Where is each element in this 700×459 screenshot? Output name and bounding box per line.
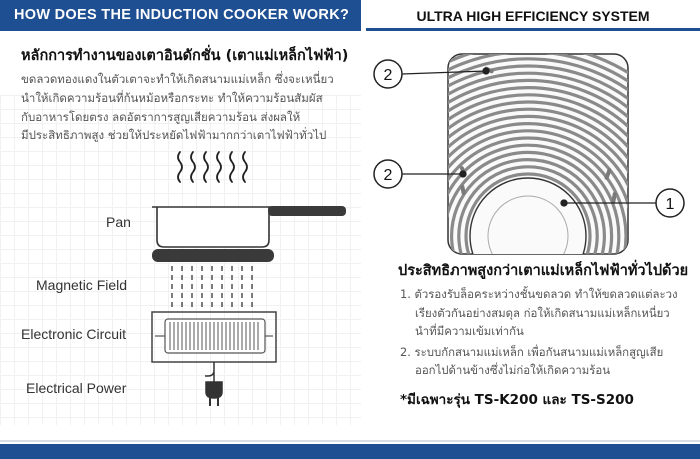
coil-ring — [448, 100, 628, 254]
coil-ring — [448, 107, 628, 254]
left-description: ขดลวดทองแดงในตัวเตาจะทำให้เกิดสนามแม่เหล… — [21, 70, 351, 145]
description-line: กับอาหารโดยตรง ลดอัตราการสูญเสียความร้อน… — [21, 109, 301, 124]
feature-list: 1. ตัวรองรับล็อคระหว่างชั้นขดลวด ทำให้ขด… — [400, 285, 690, 380]
item-line: ออกไปด้านข้างซึ่งไม่ก่อให้เกิดความร้อน — [415, 363, 611, 377]
right-header: ULTRA HIGH EFFICIENCY SYSTEM — [366, 0, 700, 31]
divider — [361, 0, 366, 459]
cooktop-plate — [152, 249, 274, 262]
bottom-bar — [0, 444, 700, 459]
callout-2a — [373, 59, 403, 89]
coil-ring — [448, 64, 628, 254]
callout-1-number: 1 — [666, 196, 675, 213]
callout-2a-number: 2 — [384, 67, 393, 84]
coil-diagram: 2 2 1 — [373, 53, 685, 255]
pan-icon — [152, 206, 346, 248]
description-line: ขดลวดทองแดงในตัวเตาจะทำให้เกิดสนามแม่เหล… — [21, 72, 334, 86]
coil-ring — [448, 93, 628, 254]
coil-ring — [448, 129, 628, 254]
item-number: 1. — [400, 287, 411, 301]
item-line: ตัวรองรับล็อคระหว่างชั้นขดลวด ทำให้ขดลวด… — [414, 287, 678, 301]
callout-2b — [373, 159, 403, 189]
coil-ring — [448, 57, 628, 254]
label-pan: Pan — [106, 214, 131, 230]
callout-2b-number: 2 — [384, 167, 393, 184]
steam-icon — [177, 151, 248, 183]
item-line: ระบบกักสนามแม่เหล็ก เพื่อกันสนามแม่เหล็ก… — [414, 344, 664, 359]
coil-ring — [457, 165, 599, 254]
coil-ring — [449, 157, 607, 254]
magnetic-field-lines — [171, 266, 253, 310]
list-item: 1. ตัวรองรับล็อคระหว่างชั้นขดลวด ทำให้ขด… — [400, 285, 690, 304]
item-line: นำที่มีความเข้มเท่ากัน — [415, 324, 524, 338]
coil-ring — [448, 86, 628, 254]
coil-ring — [448, 150, 614, 254]
coil-ring — [448, 78, 628, 254]
item-number: 2. — [400, 344, 411, 359]
coil-ring — [448, 136, 628, 254]
item-line: เรียงตัวกันอย่างสมดุล ก่อให้เกิดสนามแม่เ… — [415, 305, 670, 320]
description-line: นำให้เกิดความร้อนที่ก้นหม้อหรือกระทะ ทำใ… — [21, 90, 323, 105]
coil-ring — [448, 143, 621, 254]
coil-ring — [464, 172, 592, 254]
bottom-divider — [0, 440, 700, 442]
induction-diagram — [151, 151, 346, 406]
label-magnetic-field: Magnetic Field — [36, 277, 128, 293]
efficiency-title: ประสิทธิภาพสูงกว่าเตาแม่เหล็กไฟฟ้าทั่วไป… — [398, 263, 689, 279]
left-header: HOW DOES THE INDUCTION COOKER WORK? — [0, 0, 361, 31]
description-line: มีประสิทธิภาพสูง ช่วยให้ประหยัดไฟฟ้ามากก… — [21, 128, 327, 143]
left-title: หลักการทำงานของเตาอินดักชั่น (เตาแม่เหล็… — [21, 48, 349, 64]
plug-icon — [205, 362, 223, 406]
model-note: *มีเฉพาะรุ่น TS-K200 และ TS-S200 — [400, 392, 634, 408]
list-item: 2. ระบบกักสนามแม่เหล็ก เพื่อกันสนามแม่เห… — [400, 343, 690, 362]
coil-ring — [448, 121, 628, 254]
label-electronic-circuit: Electronic Circuit — [21, 326, 127, 342]
callout-1 — [655, 188, 685, 218]
coil-ring — [448, 71, 628, 254]
coil-icon — [151, 311, 277, 363]
coil-ring — [448, 114, 628, 254]
label-electrical-power: Electrical Power — [26, 380, 127, 396]
